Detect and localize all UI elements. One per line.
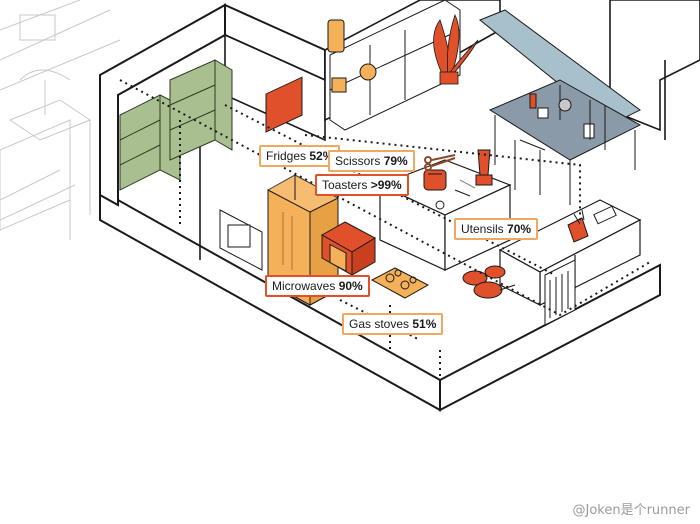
blender xyxy=(475,149,493,186)
toaster xyxy=(423,169,447,191)
dining-table xyxy=(488,79,642,205)
label-utensils: Utensils 70% xyxy=(454,218,539,240)
green-shelves xyxy=(119,59,233,191)
label-microwaves-name: Microwaves xyxy=(272,279,336,293)
fridge xyxy=(267,174,339,306)
dotted-guide-lines xyxy=(119,79,651,395)
label-fridges: Fridges 52% xyxy=(259,145,341,167)
label-scissors-pct: 79% xyxy=(383,154,408,168)
knife-block xyxy=(567,209,589,243)
label-utensils-pct: 70% xyxy=(507,222,532,236)
wall-calendar xyxy=(265,76,303,133)
coffee-maker xyxy=(327,19,345,53)
scissors-item xyxy=(424,154,456,171)
dishwasher xyxy=(544,259,576,326)
cutting-board xyxy=(593,205,617,225)
credit-watermark: @Joken是个runner xyxy=(572,503,691,518)
microwave xyxy=(320,221,377,276)
label-utensils-name: Utensils xyxy=(461,222,504,236)
label-microwaves: Microwaves 90% xyxy=(265,275,370,297)
label-fridges-pct: 52% xyxy=(309,149,334,163)
kitchen-floor xyxy=(100,115,660,400)
label-toasters-name: Toasters xyxy=(322,178,368,192)
label-scissors-name: Scissors xyxy=(335,154,381,168)
label-gas-stoves-name: Gas stoves xyxy=(349,317,410,331)
left-counter xyxy=(219,209,263,271)
gas-stove xyxy=(370,267,430,299)
label-toasters-pct: >99% xyxy=(370,178,402,192)
label-fridges-name: Fridges xyxy=(266,149,307,163)
label-scissors: Scissors 79% xyxy=(328,150,415,172)
outer-walls xyxy=(99,3,661,412)
island-utensils xyxy=(435,179,476,210)
label-gas-stoves-pct: 51% xyxy=(412,317,437,331)
label-gas-stoves: Gas stoves 51% xyxy=(342,313,444,335)
label-microwaves-pct: 90% xyxy=(338,279,363,293)
label-toasters: Toasters >99% xyxy=(315,174,409,196)
background-yard-sketch xyxy=(0,0,121,240)
potted-plant xyxy=(433,13,479,85)
